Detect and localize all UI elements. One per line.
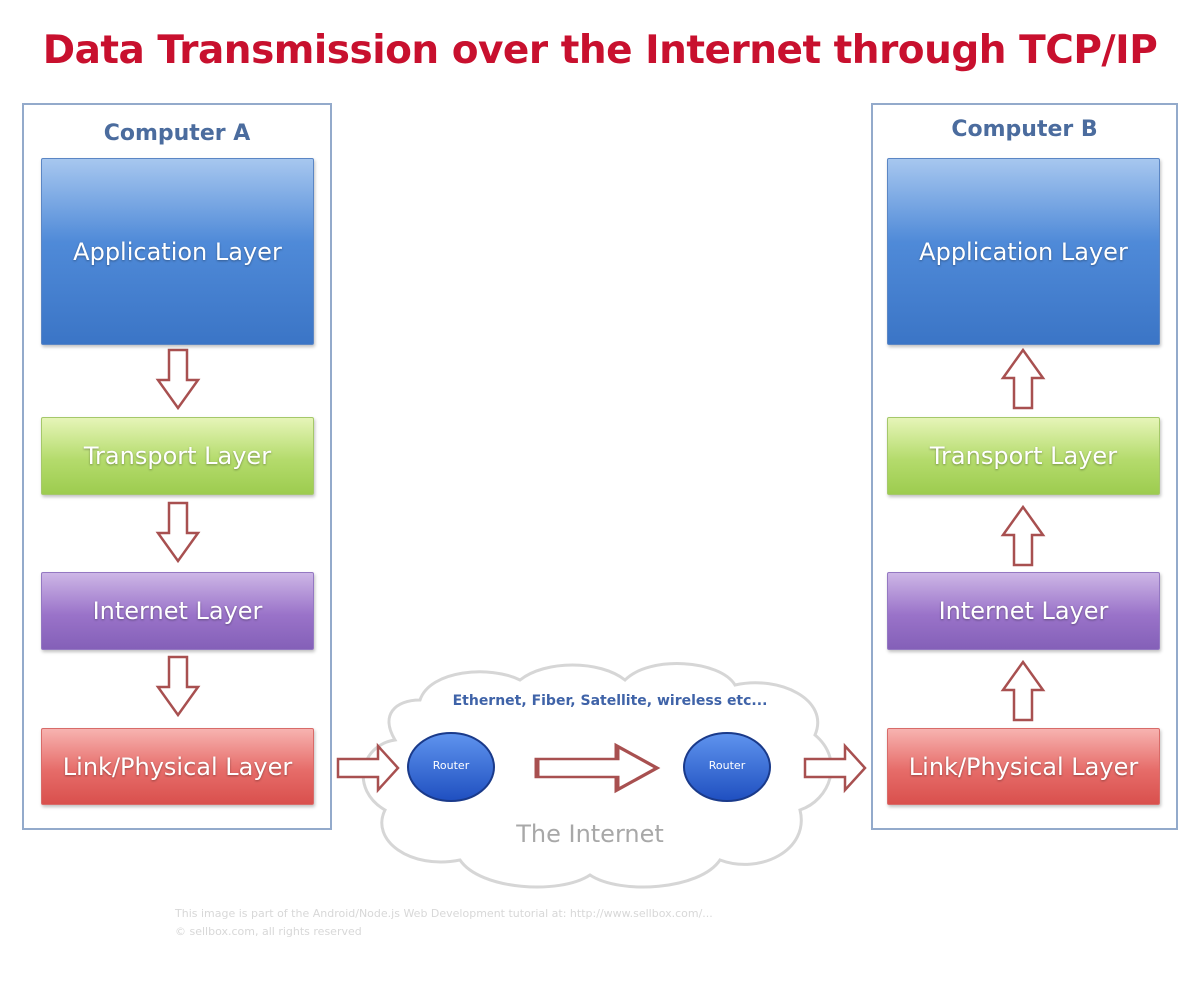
router-node: [683, 732, 771, 802]
a-link-layer: Link/Physical Layer: [41, 728, 314, 805]
internet-label: The Internet: [516, 820, 664, 848]
footer-line: © sellbox.com, all rights reserved: [175, 925, 362, 938]
a-internet-layer: Internet Layer: [41, 572, 314, 650]
computer-b-title: Computer B: [951, 117, 1098, 142]
b-transport-layer: Transport Layer: [887, 417, 1160, 495]
b-internet-layer: Internet Layer: [887, 572, 1160, 650]
diagram-title: Data Transmission over the Internet thro…: [42, 28, 1158, 73]
a-transport-layer: Transport Layer: [41, 417, 314, 495]
router-node: [407, 732, 495, 802]
b-link-layer: Link/Physical Layer: [887, 728, 1160, 805]
router-label: Router: [432, 759, 470, 772]
router-label: Router: [708, 759, 746, 772]
footer-line: This image is part of the Android/Node.j…: [175, 907, 713, 920]
media-label: Ethernet, Fiber, Satellite, wireless etc…: [452, 693, 768, 709]
computer-b-frame: Computer B: [871, 103, 1178, 830]
b-application-layer: Application Layer: [887, 158, 1160, 345]
computer-a-title: Computer A: [103, 121, 251, 146]
a-application-layer: Application Layer: [41, 158, 314, 345]
copyright-footer: This image is part of the Android/Node.j…: [175, 905, 713, 941]
computer-a-frame: Computer A: [22, 103, 332, 830]
